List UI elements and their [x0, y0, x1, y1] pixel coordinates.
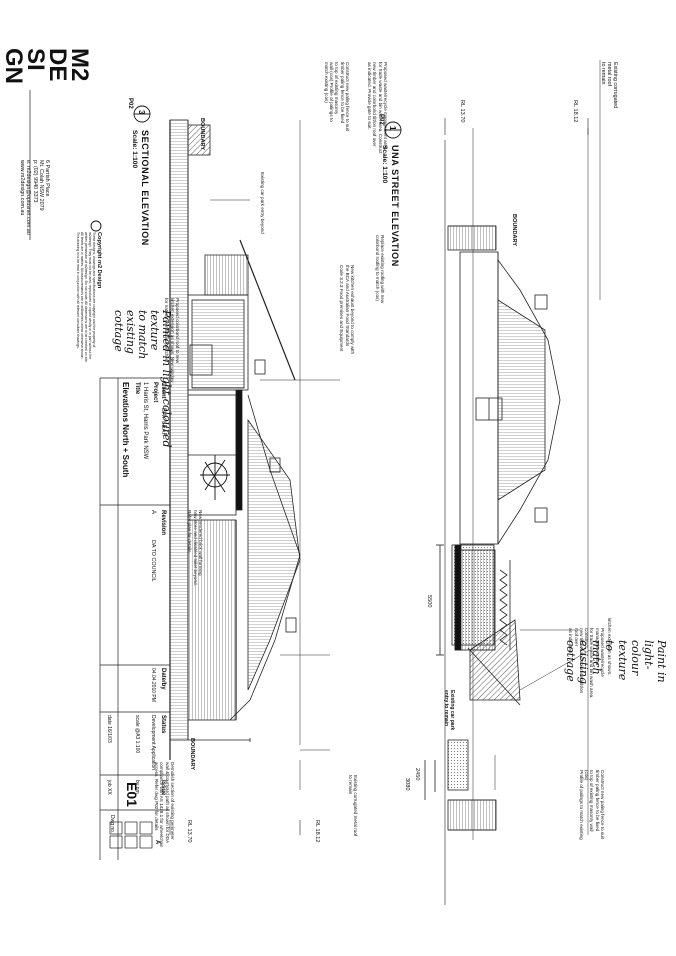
elev1-number: 1 — [388, 126, 397, 131]
note-car-park-upper: Existing car park entry beyond — [260, 172, 265, 234]
tb-dwg-label: Dwg no. — [109, 815, 115, 834]
tb-date-value: 04.04.2010 PM — [150, 668, 156, 702]
title-block — [29, 90, 170, 860]
dimension-2450: 2450 — [414, 768, 420, 781]
boundary-label-lower-right: BOUNDARY — [189, 738, 195, 771]
tb-rev-code: A — [150, 510, 156, 515]
boundary-label-lower-left: BOUNDARY — [199, 118, 205, 151]
logo-line-3: SI — [22, 48, 49, 71]
dimension-5500: 5500 — [426, 595, 432, 608]
tb-title-value: Elevations North + South — [121, 382, 130, 478]
logo-line-1: M2 — [66, 48, 93, 82]
note-roof-remain-upper: Existing corrugated metal roof to remain — [599, 62, 618, 109]
logo-line-4: GN — [0, 48, 27, 84]
tb-dateno-value: date 16/1/03 — [106, 715, 112, 743]
elev1-title: UNA STREET ELEVATION — [390, 145, 400, 267]
tb-issue-value: A — [154, 840, 160, 845]
tb-client-label: Client — [160, 382, 166, 399]
note-car-park-lower: Existing car park entry to remain — [443, 690, 455, 731]
copyright-heading: Copyright m2 Design — [96, 232, 102, 289]
tb-issue-label: Issue — [160, 780, 166, 796]
copyright-icon — [90, 220, 102, 232]
level-rl1370-upper: RL 13.70 — [459, 100, 465, 123]
level-markers — [169, 118, 589, 835]
tb-title-label: Title — [134, 382, 140, 395]
tb-job-value: job XX — [106, 780, 112, 795]
note-roof-remain-lower: Existing corrugated metal roof to remain — [347, 775, 358, 837]
tb-status-label: Status — [160, 715, 166, 734]
tb-project-label: Project — [152, 382, 158, 403]
note-fence-upper: Construct new paling fence to suit timbe… — [323, 62, 350, 131]
level-rl1370-lower: RL 13.70 — [186, 820, 192, 843]
note-waste-upper: Proposed waste/recycle management area f… — [367, 62, 388, 154]
tb-client-value: BAY LEAF — [160, 408, 166, 437]
logo-line-2: DE — [44, 48, 71, 82]
elev3-sheet: P02 — [127, 98, 133, 109]
elevation-marker-icons — [133, 105, 402, 139]
note-brick-wall: New rendered brick wall forming new stor… — [187, 510, 203, 586]
dimension-3080: 3080 — [404, 778, 410, 791]
tb-date-label: Date/by — [160, 668, 166, 690]
note-exhaust: New kitchen exhaust beyond to comply wit… — [339, 265, 355, 355]
handwritten-note-lower: Paint in light-colour texture to match e… — [564, 640, 668, 684]
sectional-elevation-drawing — [169, 119, 340, 790]
tb-dwg-value: E01 — [124, 782, 140, 807]
tb-revision-label: Revision — [160, 510, 166, 536]
elev3-scale: Scale: 1:100 — [131, 130, 138, 169]
note-demolish: Demolish section of existing perimeter w… — [154, 762, 175, 848]
una-street-elevation-drawing — [424, 60, 601, 905]
tb-scale-value: scale @A3 1:100 — [134, 715, 140, 754]
tb-rev-desc: DA TO COUNCIL — [150, 540, 156, 582]
level-rl1812-lower: RL 18.12 — [314, 820, 320, 843]
note-fence-lower: Construct new paling fence to suit timbe… — [578, 770, 605, 840]
level-rl1812-upper: RL 18.12 — [572, 100, 578, 123]
firm-address: 6 Parrish Place Mt. Colah NSW 2079 p: (0… — [19, 160, 50, 235]
boundary-label-upper: BOUNDARY — [511, 214, 517, 247]
tb-status-value: Development Application — [150, 715, 156, 771]
elev3-title: SECTIONAL ELEVATION — [140, 130, 150, 246]
tb-project-value: 1 Harris St, Harris Park NSW — [142, 382, 148, 460]
note-cladding: Replace existing roofing with new colorb… — [374, 235, 385, 304]
copyright-text: These designs, drawings and specificatio… — [76, 232, 96, 363]
elev3-number: 3 — [137, 110, 146, 115]
